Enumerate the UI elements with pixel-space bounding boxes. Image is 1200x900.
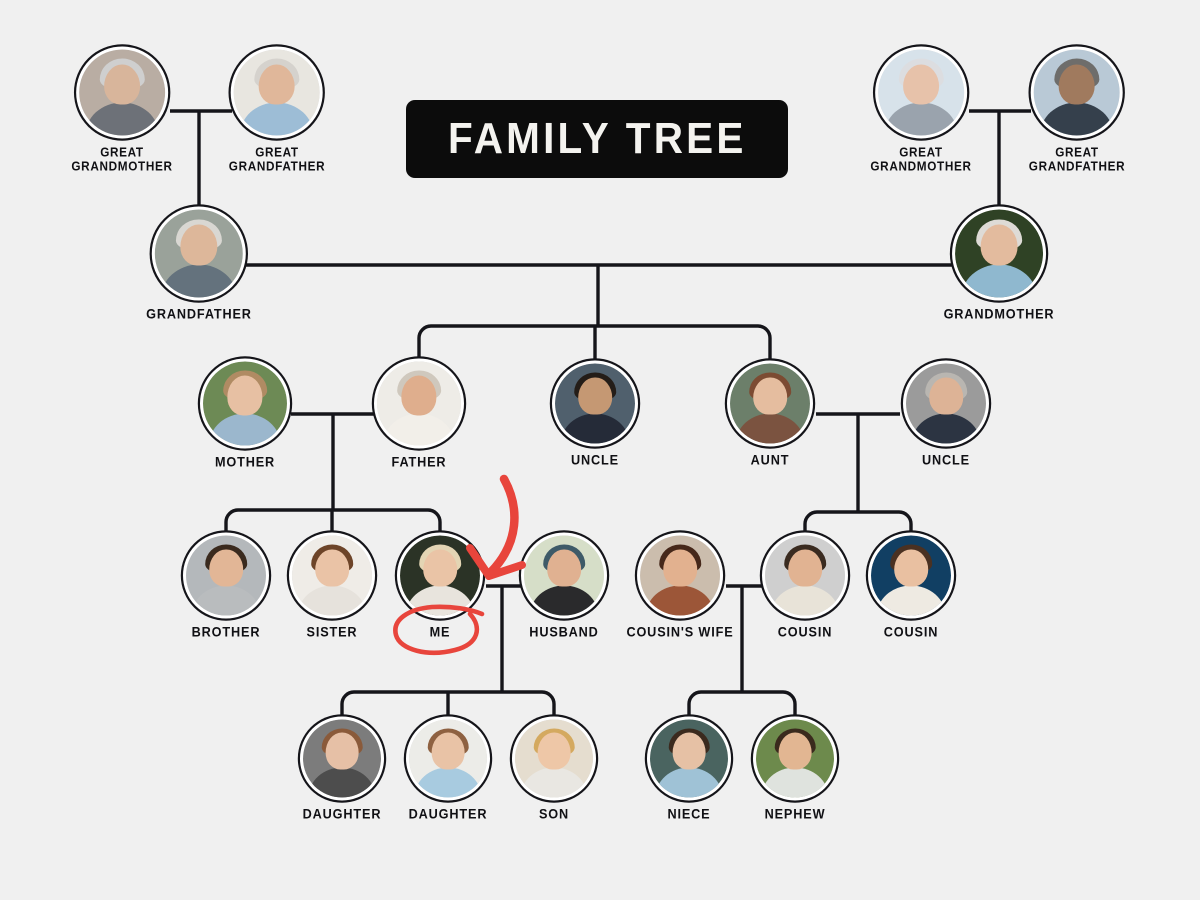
portrait-face: [894, 549, 928, 587]
person-label-mother: MOTHER: [214, 454, 276, 470]
portrait-face: [258, 64, 296, 105]
person-node-great-grandfather-left[interactable]: GREAT GRANDFATHER: [226, 46, 329, 174]
portrait-great-grandmother-right: [874, 46, 967, 139]
person-label-uncle-right: UNCLE: [922, 452, 970, 468]
person-node-niece[interactable]: NIECE: [647, 716, 731, 822]
portrait-husband: [521, 532, 607, 619]
portrait-great-grandmother-left: [75, 46, 168, 139]
person-label-nephew: NEPHEW: [764, 806, 826, 822]
portrait-face: [929, 377, 963, 415]
portrait-face: [325, 732, 359, 770]
portrait-cousin-female: [868, 532, 954, 619]
portrait-sister: [289, 532, 375, 619]
person-label-great-grandmother-left: GREAT GRANDMOTHER: [71, 145, 173, 174]
person-label-great-grandfather-left: GREAT GRANDFATHER: [228, 145, 326, 174]
person-node-uncle-left[interactable]: UNCLE: [552, 360, 638, 468]
portrait-face: [401, 375, 437, 416]
person-node-husband[interactable]: HUSBAND: [521, 532, 607, 640]
title-card: FAMILY TREE: [406, 100, 788, 178]
person-node-mother[interactable]: MOTHER: [200, 358, 290, 470]
person-node-nephew[interactable]: NEPHEW: [753, 716, 837, 822]
person-label-niece: NIECE: [667, 806, 711, 822]
person-label-cousin-male: COUSIN: [777, 624, 833, 640]
portrait-face: [1058, 64, 1096, 105]
person-node-aunt[interactable]: AUNT: [727, 360, 813, 468]
person-node-great-grandfather-right[interactable]: GREAT GRANDFATHER: [1026, 46, 1129, 174]
person-node-great-grandmother-right[interactable]: GREAT GRANDMOTHER: [867, 46, 975, 174]
portrait-mother: [200, 358, 290, 449]
person-node-father[interactable]: FATHER: [374, 358, 464, 470]
portrait-nephew: [753, 716, 837, 801]
portrait-face: [753, 377, 787, 415]
person-node-cousins-wife[interactable]: COUSIN'S WIFE: [623, 532, 737, 640]
portrait-face: [209, 549, 243, 587]
person-node-grandfather[interactable]: GRANDFATHER: [143, 206, 255, 322]
portrait-cousins-wife: [636, 532, 723, 619]
person-node-brother[interactable]: BROTHER: [183, 532, 269, 640]
person-label-cousins-wife: COUSIN'S WIFE: [626, 624, 734, 640]
portrait-face: [423, 549, 457, 587]
portrait-aunt: [727, 360, 813, 447]
person-node-sister[interactable]: SISTER: [289, 532, 375, 640]
portrait-face: [103, 64, 141, 105]
portrait-face: [980, 224, 1018, 266]
person-label-father: FATHER: [391, 454, 447, 470]
person-label-aunt: AUNT: [750, 452, 790, 468]
portrait-uncle-left: [552, 360, 638, 447]
person-label-uncle-left: UNCLE: [571, 452, 619, 468]
person-node-me[interactable]: ME: [397, 532, 483, 640]
portrait-grandfather: [152, 206, 246, 301]
portrait-great-grandfather-right: [1030, 46, 1123, 139]
person-node-daughter-2[interactable]: DAUGHTER: [406, 716, 490, 822]
portrait-face: [902, 64, 940, 105]
person-label-brother: BROTHER: [191, 624, 261, 640]
person-label-daughter-1: DAUGHTER: [302, 806, 382, 822]
portrait-brother: [183, 532, 269, 619]
portrait-face: [663, 549, 697, 587]
portrait-face: [547, 549, 581, 587]
portrait-face: [431, 732, 465, 770]
person-node-grandmother[interactable]: GRANDMOTHER: [940, 206, 1058, 322]
portrait-me: [397, 532, 483, 619]
portrait-niece: [647, 716, 731, 801]
person-label-great-grandmother-right: GREAT GRANDMOTHER: [870, 145, 972, 174]
portrait-great-grandfather-left: [230, 46, 323, 139]
portrait-face: [180, 224, 218, 266]
person-label-me: ME: [429, 624, 451, 640]
person-node-cousin-male[interactable]: COUSIN: [762, 532, 848, 640]
person-label-sister: SISTER: [306, 624, 358, 640]
portrait-cousin-male: [762, 532, 848, 619]
person-node-son[interactable]: SON: [512, 716, 596, 822]
person-node-uncle-right[interactable]: UNCLE: [903, 360, 989, 468]
person-label-son: SON: [538, 806, 570, 822]
portrait-face: [227, 375, 263, 416]
portrait-daughter-2: [406, 716, 490, 801]
portrait-son: [512, 716, 596, 801]
portrait-father: [374, 358, 464, 449]
person-node-daughter-1[interactable]: DAUGHTER: [300, 716, 384, 822]
person-label-great-grandfather-right: GREAT GRANDFATHER: [1028, 145, 1126, 174]
person-node-cousin-female[interactable]: COUSIN: [868, 532, 954, 640]
portrait-daughter-1: [300, 716, 384, 801]
portrait-face: [788, 549, 822, 587]
portrait-face: [578, 377, 612, 415]
person-label-grandfather: GRANDFATHER: [146, 306, 252, 322]
person-label-daughter-2: DAUGHTER: [408, 806, 488, 822]
person-label-cousin-female: COUSIN: [883, 624, 939, 640]
portrait-face: [537, 732, 571, 770]
portrait-uncle-right: [903, 360, 989, 447]
person-label-husband: HUSBAND: [529, 624, 599, 640]
person-node-great-grandmother-left[interactable]: GREAT GRANDMOTHER: [68, 46, 176, 174]
portrait-face: [315, 549, 349, 587]
person-label-grandmother: GRANDMOTHER: [943, 306, 1055, 322]
portrait-grandmother: [952, 206, 1046, 301]
portrait-face: [672, 732, 706, 770]
portrait-face: [778, 732, 812, 770]
page-title: FAMILY TREE: [447, 114, 747, 163]
